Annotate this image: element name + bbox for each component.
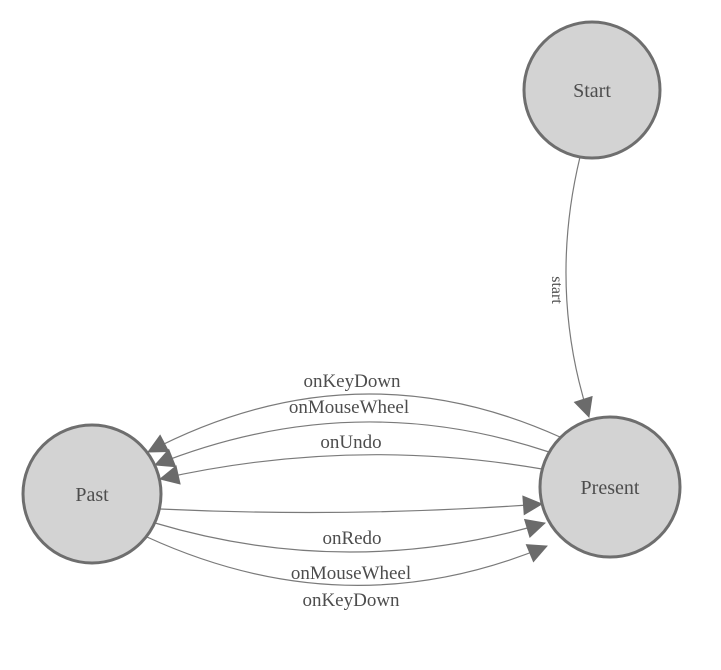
node-present-circle[interactable] — [538, 415, 682, 559]
edge-present-to-past-onkeydown — [147, 393, 561, 453]
edge-present-to-past-onmousewheel — [154, 421, 550, 468]
node-start[interactable]: Start — [522, 20, 662, 160]
node-present[interactable]: Present — [538, 415, 682, 559]
node-present-label: Present — [581, 477, 640, 499]
node-past-circle[interactable] — [21, 423, 163, 565]
edge-past-to-present-onkeydown — [146, 536, 548, 586]
edge-present-to-past-onundo — [159, 454, 543, 485]
edge-label-start: start — [548, 276, 565, 304]
edge-past-to-present-onmousewheel — [154, 518, 546, 553]
edge-label-onkeydown-lower: onKeyDown — [302, 590, 400, 611]
node-start-label: Start — [573, 80, 611, 102]
edge-start-to-present — [565, 156, 593, 418]
node-past[interactable]: Past — [21, 423, 163, 565]
edge-label-onredo: onRedo — [322, 528, 381, 549]
node-start-circle[interactable] — [522, 20, 662, 160]
edge-past-to-present-onredo — [159, 495, 543, 516]
edge-label-onundo: onUndo — [320, 432, 381, 453]
edge-label-onmousewheel-lower: onMouseWheel — [291, 563, 411, 584]
node-past-label: Past — [75, 484, 109, 506]
edge-label-onkeydown-upper: onKeyDown — [303, 371, 401, 392]
edge-label-onmousewheel-upper: onMouseWheel — [289, 397, 409, 418]
